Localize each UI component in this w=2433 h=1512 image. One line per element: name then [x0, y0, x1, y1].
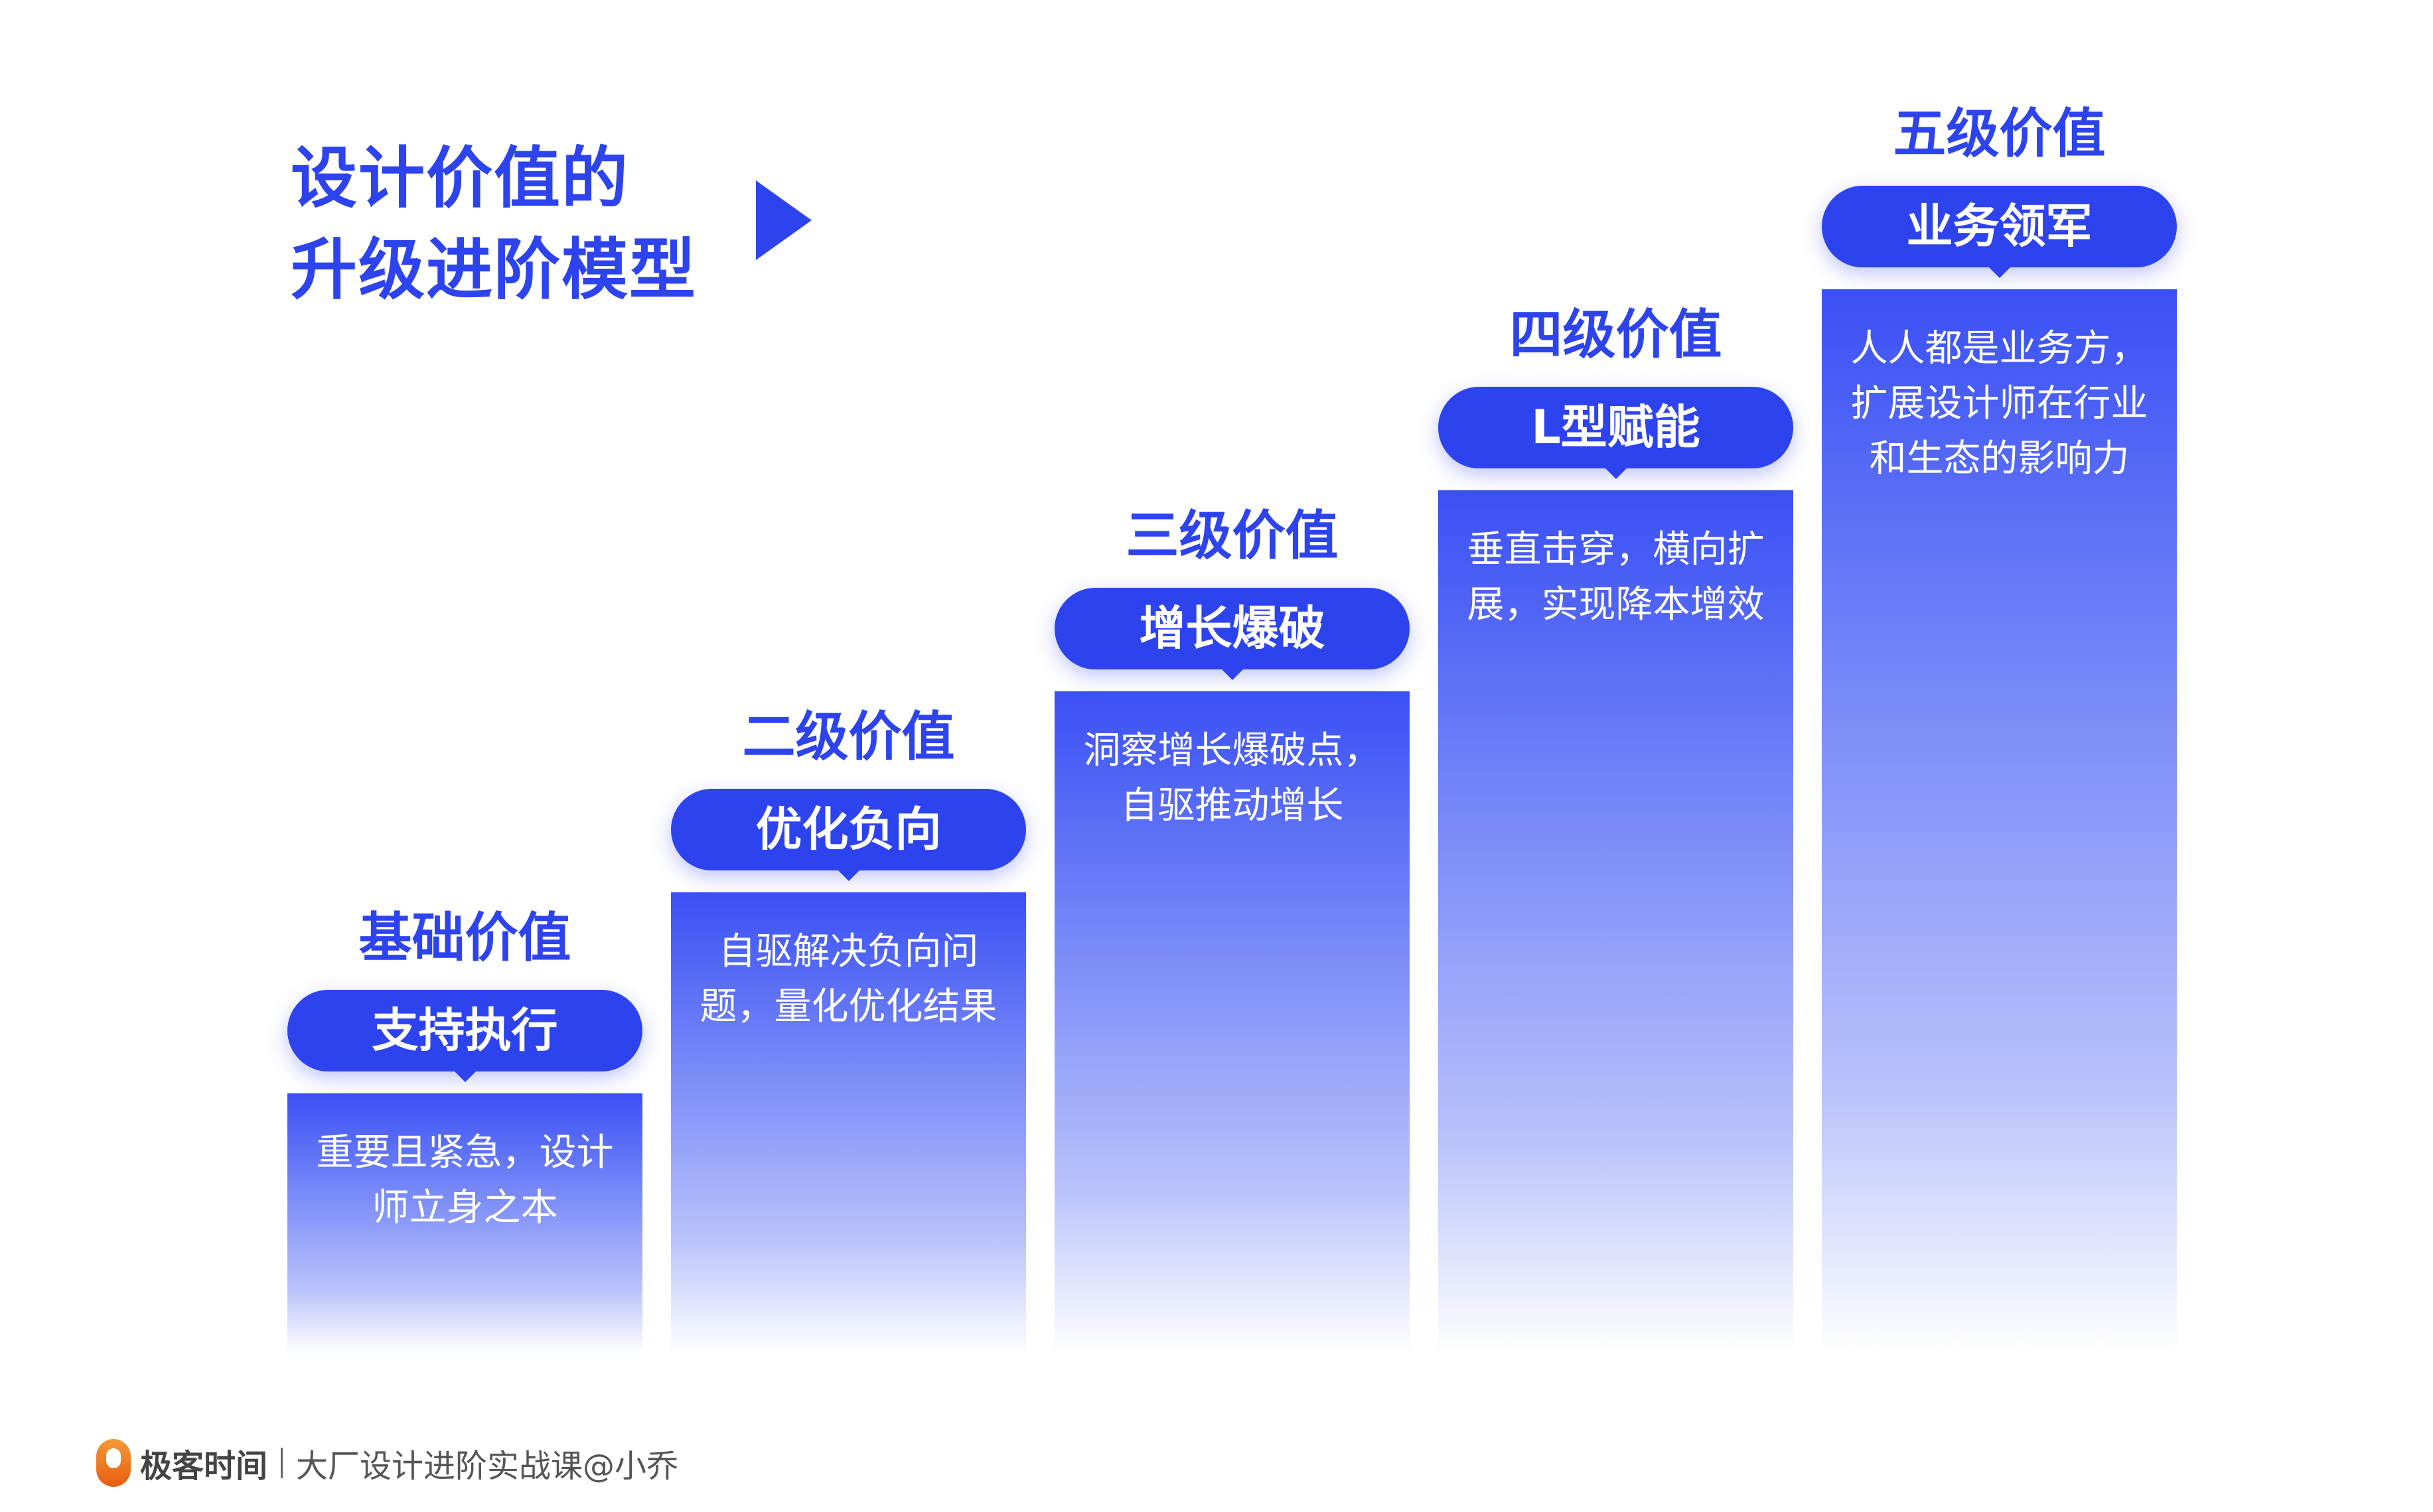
divider [281, 1448, 283, 1478]
level-description: 重要且紧急，设计师立身之本 [287, 1093, 642, 1353]
footer-course: 大厂设计进阶实战课@小乔 [296, 1448, 679, 1485]
level-description: 垂直击穿，横向扩展，实现降本增效 [1438, 490, 1793, 1353]
level-description: 洞察增长爆破点，自驱推动增长 [1055, 691, 1410, 1353]
level-pill: L型赋能 [1438, 387, 1793, 479]
page-title: 设计价值的 升级进阶模型 [291, 133, 697, 316]
footer: 极客时间 大厂设计进阶实战课@小乔 [96, 1436, 678, 1489]
title-line-2: 升级进阶模型 [291, 231, 697, 309]
title-line-1: 设计价值的 [291, 139, 629, 217]
level-title: 基础价值 [358, 907, 571, 969]
level-pill: 支持执行 [287, 990, 642, 1082]
level-pill: 业务领军 [1822, 186, 2177, 278]
level-pill: 增长爆破 [1055, 588, 1410, 680]
level-title: 二级价值 [742, 706, 955, 768]
level-description: 自驱解决负向问题，量化优化结果 [671, 892, 1026, 1353]
level-title: 三级价值 [1126, 505, 1339, 567]
level-title: 四级价值 [1509, 304, 1722, 366]
level-pill: 优化负向 [671, 789, 1026, 881]
play-triangle-icon [756, 180, 812, 260]
footer-brand: 极客时间 [140, 1448, 268, 1485]
level-title: 五级价值 [1893, 103, 2106, 165]
level-description: 人人都是业务方，扩展设计师在行业和生态的影响力 [1822, 289, 2177, 1353]
geektime-logo-icon [96, 1439, 131, 1487]
